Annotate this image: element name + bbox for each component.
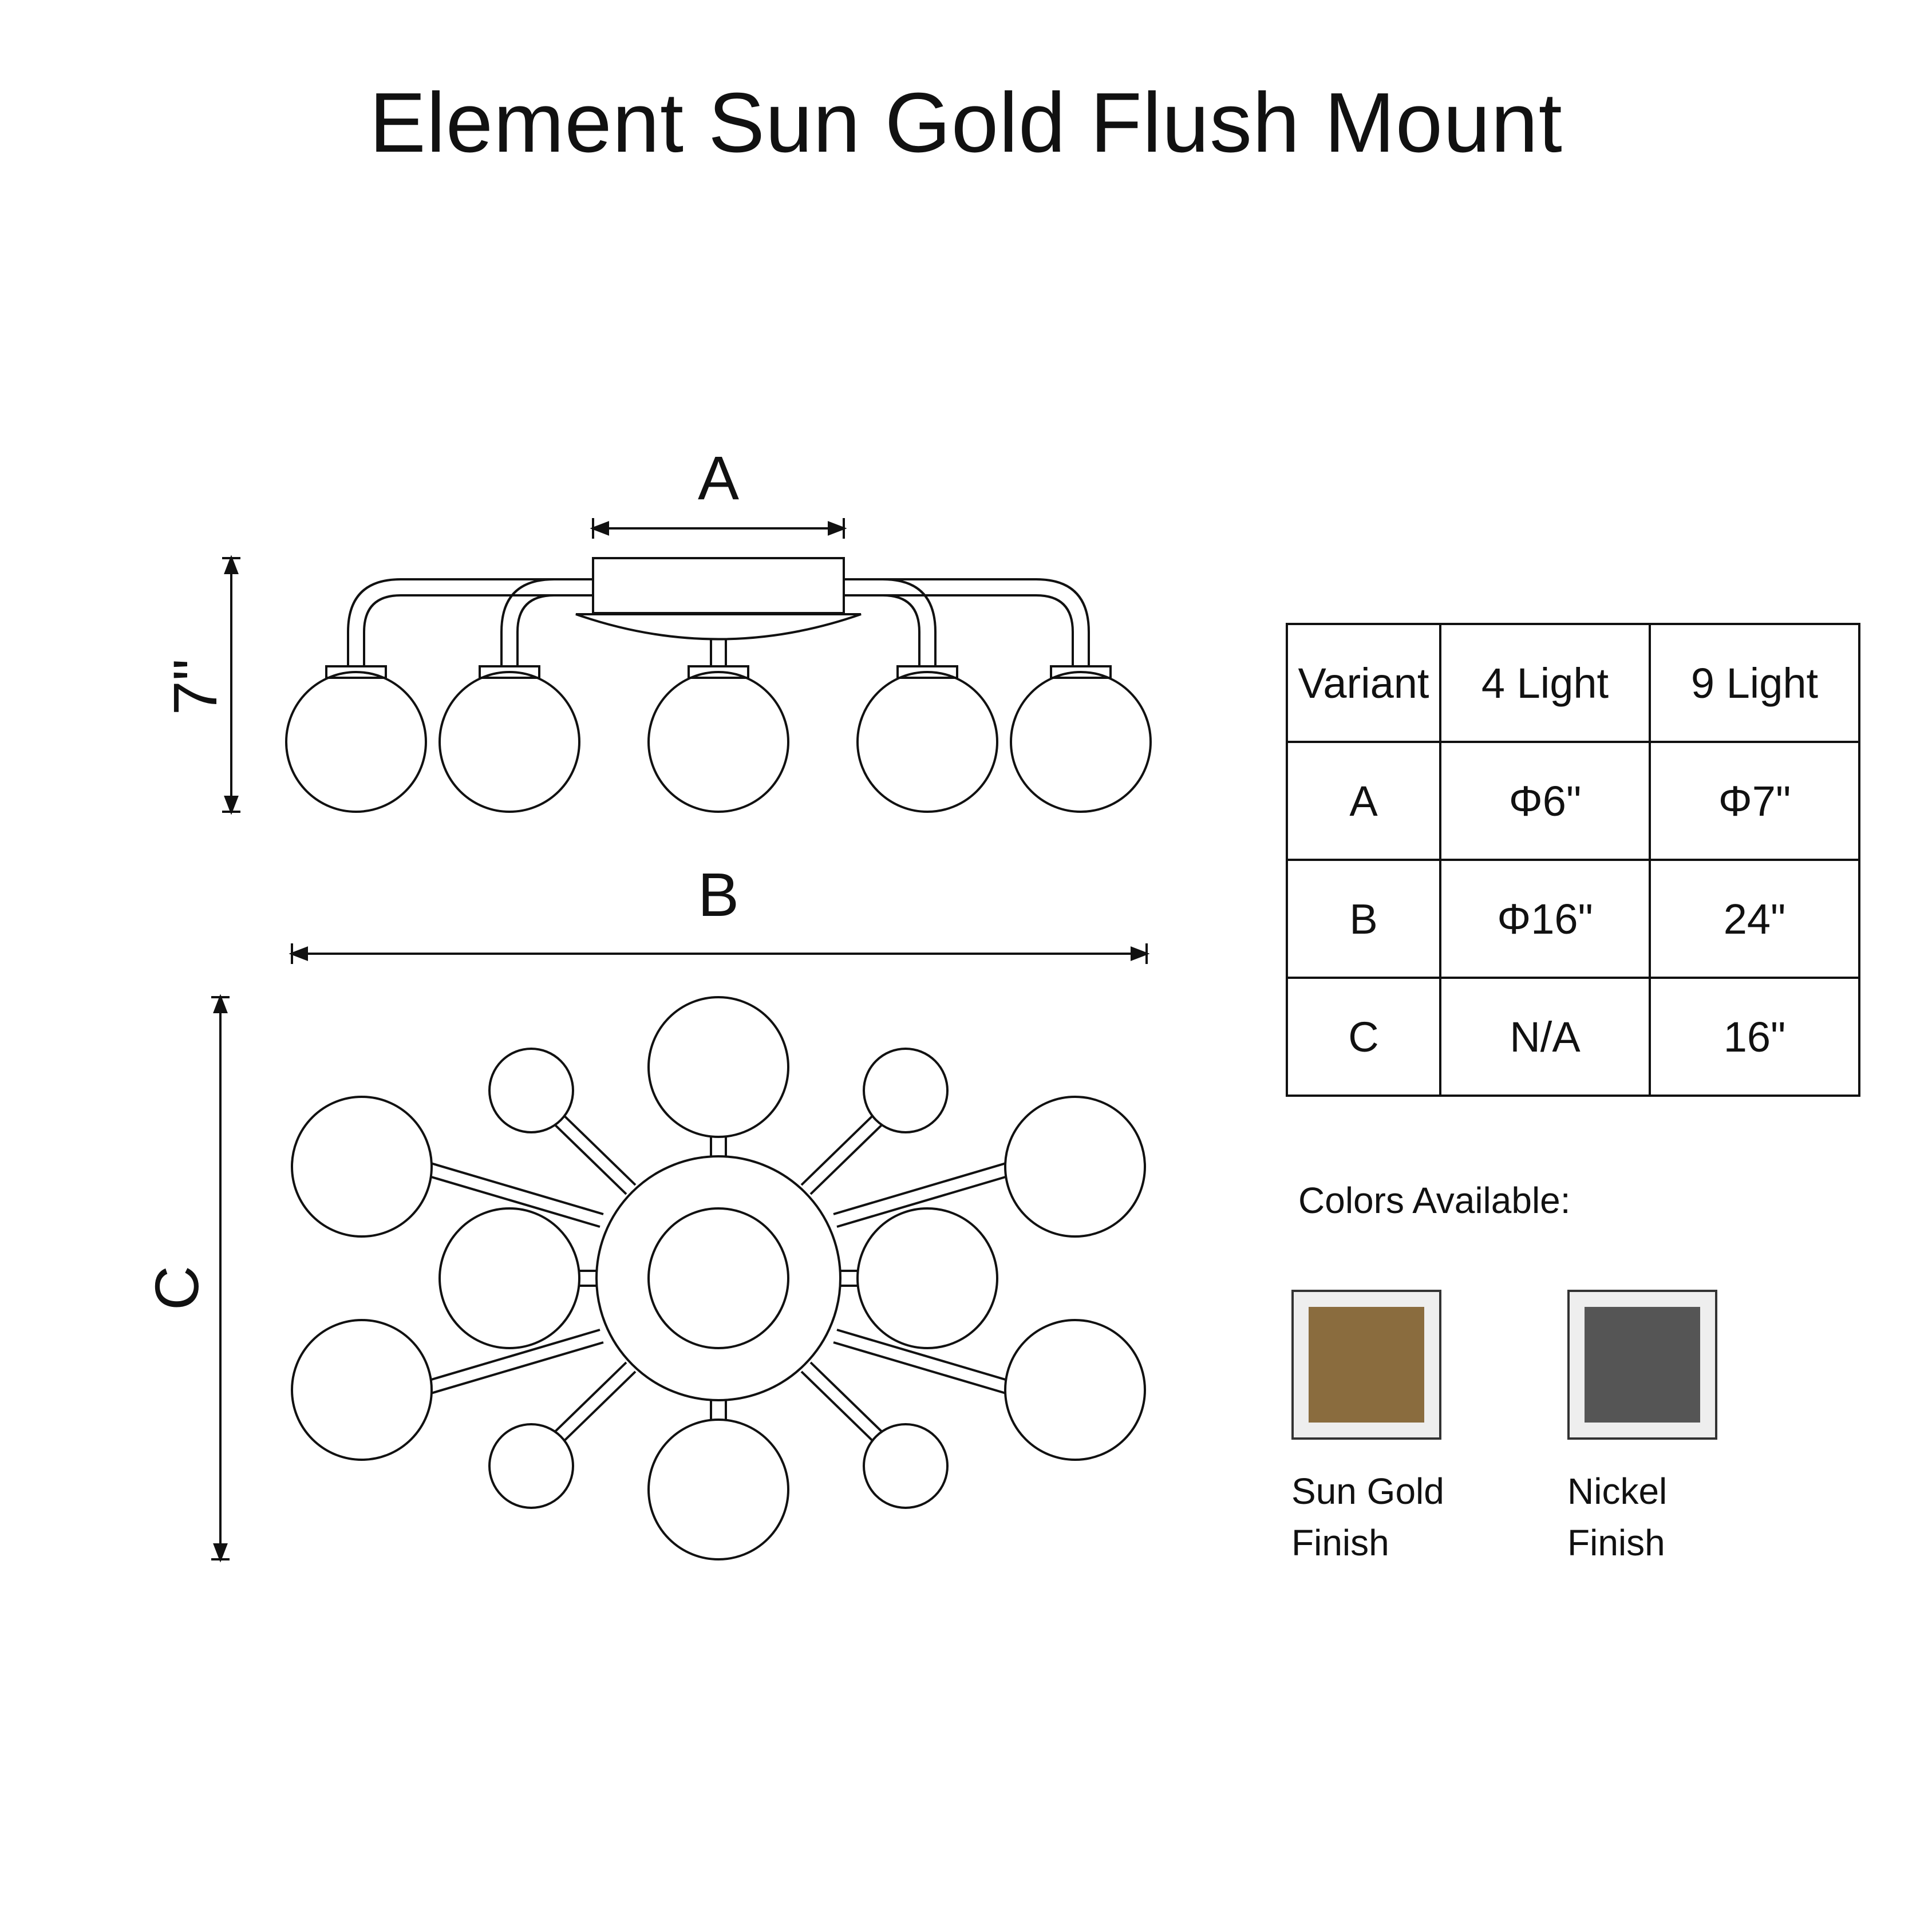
small-globe: [863, 1423, 949, 1509]
table-cell: A: [1286, 741, 1441, 861]
globe: [291, 1319, 433, 1461]
dimension-line-a: [590, 518, 847, 539]
side-view-elevation: A 7": [160, 443, 1152, 815]
page-title: Element Sun Gold Flush Mount: [369, 76, 1563, 170]
globe: [1010, 671, 1152, 813]
socket: [325, 665, 387, 679]
globe: [438, 1207, 580, 1349]
sun-gold-label: Sun Gold Finish: [1291, 1465, 1480, 1568]
globe: [856, 1207, 998, 1349]
top-view-plan: B C: [142, 860, 1150, 1563]
globe: [1004, 1096, 1146, 1238]
dimension-label-c: C: [142, 1266, 211, 1310]
canopy-plate: [575, 613, 862, 641]
nickel-swatch: [1567, 1290, 1717, 1440]
table-cell: N/A: [1439, 977, 1651, 1097]
dimension-line-b: [289, 943, 1150, 964]
globe: [285, 671, 427, 813]
side-arms: [347, 578, 1090, 666]
table-cell: 24": [1649, 859, 1860, 979]
table-header-row: Variant 4 Light 9 Light: [1286, 623, 1860, 743]
canopy-box: [592, 557, 845, 614]
sun-gold-swatch: [1291, 1290, 1441, 1440]
globe: [856, 671, 998, 813]
colors-heading: Colors Available:: [1298, 1180, 1571, 1221]
center-globe: [647, 1207, 789, 1349]
dimension-label-b: B: [698, 860, 739, 929]
table-row: C N/A 16": [1286, 977, 1860, 1097]
top-globes: [291, 996, 1146, 1560]
swatch-label-line: Finish: [1567, 1522, 1665, 1563]
globe: [647, 671, 789, 813]
swatch-fill: [1585, 1307, 1700, 1423]
dimension-line-c: [211, 994, 230, 1563]
small-globe: [863, 1048, 949, 1133]
table-row: B Φ16" 24": [1286, 859, 1860, 979]
swatch-label-line: Nickel: [1567, 1471, 1668, 1512]
table-cell: Φ16": [1439, 859, 1651, 979]
dimension-label-height: 7": [160, 659, 230, 715]
nickel-label: Nickel Finish: [1567, 1465, 1756, 1568]
table-cell: Φ7": [1649, 741, 1860, 861]
globe: [438, 671, 580, 813]
socket: [896, 665, 958, 679]
table-header-cell: 4 Light: [1439, 623, 1651, 743]
dimension-line-height: [222, 555, 240, 815]
socket: [479, 665, 540, 679]
globe: [647, 996, 789, 1138]
table-cell: 16": [1649, 977, 1860, 1097]
globe: [1004, 1319, 1146, 1461]
small-globe: [488, 1048, 574, 1133]
table-cell: B: [1286, 859, 1441, 979]
swatch-label-line: Sun Gold: [1291, 1471, 1444, 1512]
swatch-label-line: Finish: [1291, 1522, 1389, 1563]
top-arms: [423, 1105, 1014, 1452]
side-globes: [285, 665, 1152, 813]
table-header-cell: 9 Light: [1649, 623, 1860, 743]
globe: [647, 1419, 789, 1560]
table-row: A Φ6" Φ7": [1286, 741, 1860, 861]
table-header-cell: Variant: [1286, 623, 1441, 743]
dimension-label-a: A: [698, 443, 739, 512]
small-globe: [488, 1423, 574, 1509]
globe: [291, 1096, 433, 1238]
socket: [688, 665, 749, 679]
swatch-fill: [1309, 1307, 1424, 1423]
dimensions-table: Variant 4 Light 9 Light A Φ6" Φ7" B Φ16"…: [1286, 623, 1860, 1097]
table-cell: Φ6": [1439, 741, 1651, 861]
table-cell: C: [1286, 977, 1441, 1097]
socket: [1050, 665, 1112, 679]
